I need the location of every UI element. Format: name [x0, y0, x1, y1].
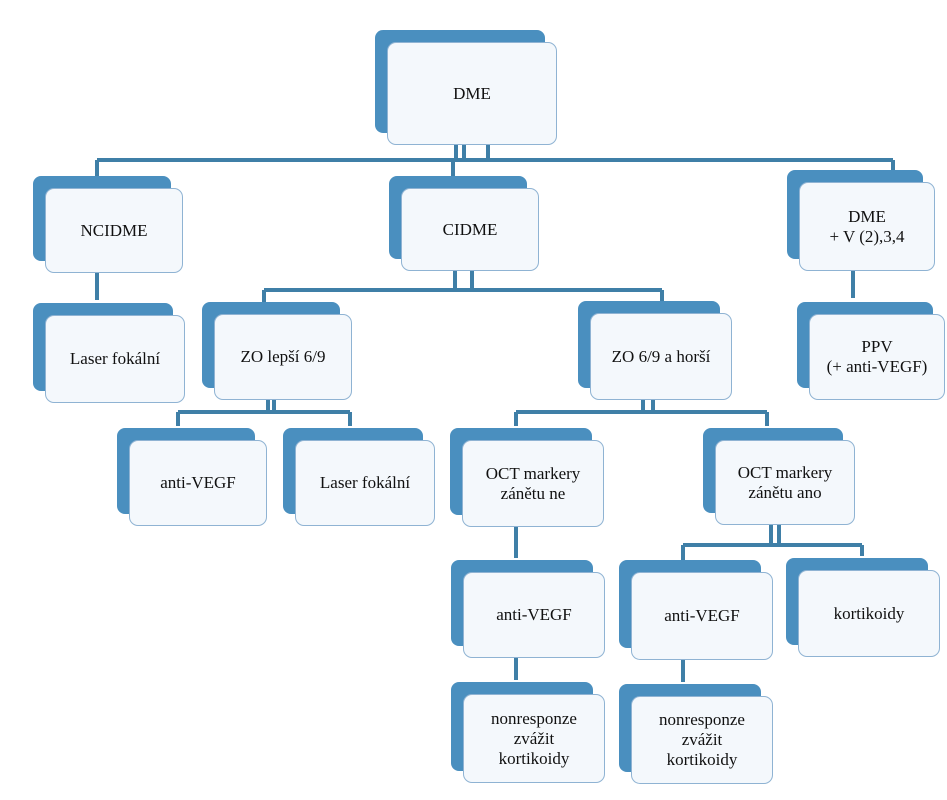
- node-label: OCT markery zánětu ano: [737, 462, 833, 502]
- connector-dme-children: [95, 132, 895, 180]
- node-ppv: PPV (+ anti-VEGF): [797, 302, 945, 400]
- node-anti-vegf-1: anti-VEGF: [117, 428, 267, 526]
- node-oct-ne: OCT markery zánětu ne: [450, 428, 604, 527]
- node-kortikoidy: kortikoidy: [786, 558, 940, 657]
- node-label: CIDME: [442, 219, 498, 239]
- node-anti-vegf-2: anti-VEGF: [451, 560, 605, 658]
- node-label: nonresponze zvážit kortikoidy: [659, 710, 745, 769]
- node-label: DME + V (2),3,4: [829, 206, 905, 246]
- node-laser-fokalni-1: Laser fokální: [33, 303, 185, 403]
- node-label: Laser fokální: [69, 349, 161, 368]
- node-label: anti-VEGF: [664, 606, 740, 625]
- node-nonresponze-2: nonresponze zvážit kortikoidy: [619, 684, 773, 784]
- node-label: Laser fokální: [319, 473, 411, 492]
- node-label: OCT markery zánětu ne: [485, 463, 581, 503]
- node-cidme: CIDME: [389, 176, 539, 271]
- node-laser-fokalni-2: Laser fokální: [283, 428, 435, 526]
- node-label: kortikoidy: [833, 603, 905, 623]
- node-label: DME: [453, 83, 491, 103]
- node-oct-ano: OCT markery zánětu ano: [703, 428, 855, 525]
- node-label: nonresponze zvážit kortikoidy: [491, 708, 577, 768]
- connector-octano-children: [681, 514, 864, 560]
- node-dme-v: DME + V (2),3,4: [787, 170, 935, 271]
- node-label: ZO lepší 6/9: [240, 347, 326, 366]
- node-zo-lepsi: ZO lepší 6/9: [202, 302, 352, 400]
- node-ncidme: NCIDME: [33, 176, 183, 273]
- node-label: anti-VEGF: [496, 605, 572, 624]
- node-anti-vegf-3: anti-VEGF: [619, 560, 773, 660]
- node-nonresponze-1: nonresponze zvážit kortikoidy: [451, 682, 605, 783]
- connector-cidme-children: [262, 260, 664, 305]
- node-label: NCIDME: [80, 220, 148, 240]
- node-label: ZO 6/9 a horší: [611, 346, 711, 366]
- node-dme: DME: [375, 30, 557, 145]
- node-label: PPV (+ anti-VEGF): [826, 337, 928, 376]
- node-zo-horsi: ZO 6/9 a horší: [578, 301, 732, 400]
- node-label: anti-VEGF: [160, 473, 236, 492]
